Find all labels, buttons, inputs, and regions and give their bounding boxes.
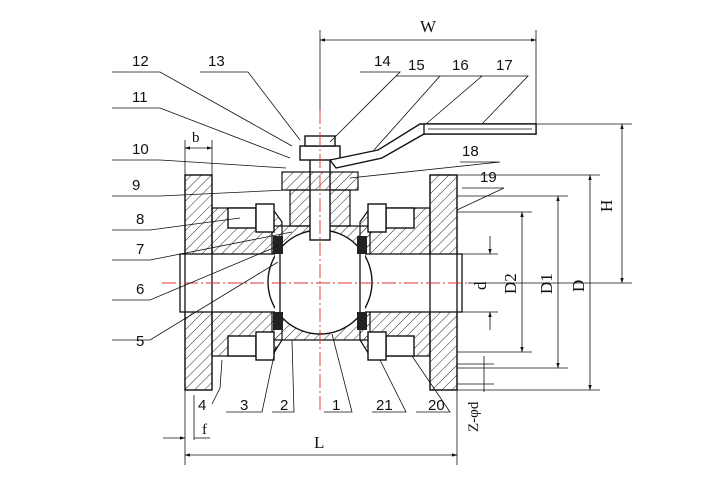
- dim-label-H: H: [597, 200, 616, 212]
- part-label-14: 14: [374, 53, 391, 70]
- part-label-13: 13: [208, 53, 225, 70]
- bolt-lower-left: [227, 335, 257, 357]
- part-label-18: 18: [462, 143, 479, 160]
- part-label-17: 17: [496, 57, 513, 74]
- part-label-21: 21: [376, 397, 393, 414]
- part-label-20: 20: [428, 397, 445, 414]
- dim-label-W: W: [420, 17, 437, 36]
- dim-label-D1: D1: [537, 273, 556, 294]
- dim-label-b: b: [192, 130, 200, 146]
- dim-label-D: D: [569, 280, 588, 292]
- part-label-2: 2: [280, 397, 288, 414]
- dim-label-Z-phi-d: Z-φd: [466, 401, 482, 432]
- part-label-15: 15: [408, 57, 425, 74]
- part-label-1: 1: [332, 397, 340, 414]
- part-label-3: 3: [240, 397, 248, 414]
- dimension-lines: [163, 30, 632, 465]
- part-label-19: 19: [480, 169, 497, 186]
- part-label-7: 7: [136, 241, 144, 258]
- dimension-labels: W b H D D1 D2 d Z-φd L f: [192, 17, 616, 452]
- part-label-11: 11: [132, 89, 148, 106]
- part-label-4: 4: [198, 397, 206, 414]
- seat-right: [357, 236, 367, 254]
- bolt-lower-right: [385, 335, 415, 357]
- bolt-upper-right: [385, 207, 415, 229]
- part-label-9: 9: [132, 177, 140, 194]
- dim-label-f: f: [202, 422, 207, 438]
- leader-lines: [112, 71, 529, 413]
- part-label-6: 6: [136, 281, 144, 298]
- dim-label-d: d: [471, 281, 490, 290]
- part-labels: 12 13 14 15 16 17 11 10 18 9 19 8 7 6 5 …: [132, 53, 513, 414]
- part-label-16: 16: [452, 57, 469, 74]
- seat-left: [273, 236, 283, 254]
- part-label-12: 12: [132, 53, 149, 70]
- dim-label-L: L: [314, 433, 324, 452]
- part-label-8: 8: [136, 211, 144, 228]
- part-label-5: 5: [136, 333, 144, 350]
- part-label-10: 10: [132, 141, 149, 158]
- bolt-upper-left: [227, 207, 257, 229]
- dim-label-D2: D2: [501, 273, 520, 294]
